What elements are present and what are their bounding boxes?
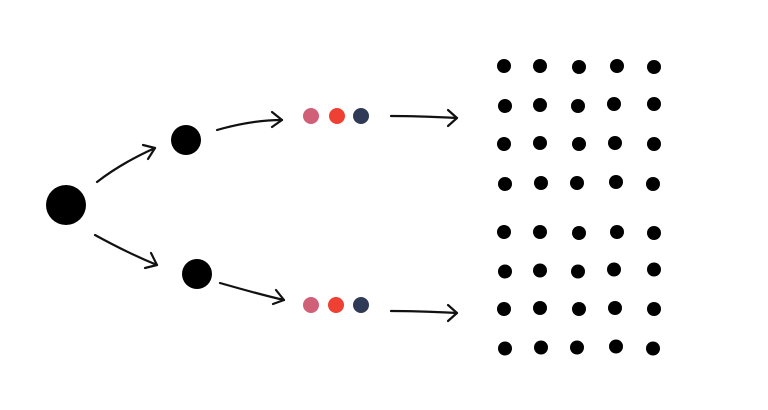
arrow-root-to-lower-node: [93, 233, 159, 267]
upper-triplet-dot-1: [303, 108, 319, 124]
arrow-head-upper-triplet-to-grid: [446, 108, 459, 128]
upper-grid-dot-r3-c1: [497, 137, 511, 151]
lower-grid-dot-r1-c4: [610, 225, 624, 239]
upper-grid-dot-r4-c3: [570, 176, 584, 190]
upper-colored-dot-triplet: [303, 108, 369, 124]
arrow-lower-triplet-to-grid: [389, 309, 459, 315]
arrow-upper-triplet-to-grid: [389, 114, 459, 120]
upper-grid-dot-r1-c5: [647, 60, 661, 74]
lower-grid-dot-r4-c2: [534, 340, 548, 355]
upper-grid-dot-r2-c5: [647, 97, 661, 111]
upper-grid-dot-r3-c4: [608, 136, 622, 150]
lower-grid-dot-r3-c5: [647, 302, 661, 316]
lower-grid-dot-r2-c1: [498, 264, 512, 279]
upper-grid-dot-r4-c5: [646, 177, 660, 191]
arrow-head-root-to-upper-node: [141, 143, 157, 161]
lower-grid-dot-r3-c1: [497, 302, 511, 316]
upper-grid-dot-r3-c3: [572, 137, 586, 151]
lower-grid-dot-r1-c2: [533, 225, 547, 239]
lower-triplet-dot-3: [353, 297, 369, 313]
upper-grid-dot-r1-c1: [497, 59, 511, 73]
lower-branch-node: [182, 259, 212, 289]
lower-grid-dot-r3-c2: [533, 301, 547, 315]
upper-triplet-dot-2: [329, 108, 345, 124]
arrow-head-root-to-lower-node: [143, 251, 159, 270]
upper-grid-dot-r1-c2: [533, 59, 547, 73]
lower-grid-dot-r4-c3: [570, 340, 584, 355]
upper-grid-dot-r3-c5: [647, 137, 661, 151]
lower-grid-dot-r2-c4: [607, 262, 621, 277]
lower-grid-dot-r3-c4: [608, 301, 622, 315]
lower-grid-dot-r2-c5: [647, 262, 661, 277]
upper-grid-dot-r2-c4: [607, 97, 621, 111]
upper-triplet-dot-3: [353, 108, 369, 124]
upper-grid-dot-r2-c3: [571, 99, 585, 113]
upper-grid-dot-r4-c1: [498, 177, 512, 191]
upper-grid-dot-r2-c2: [533, 98, 547, 112]
arrow-head-upper-node-to-triplet: [270, 110, 284, 129]
lower-grid-dot-r4-c4: [609, 339, 623, 354]
arrow-lower-node-to-triplet: [218, 281, 286, 302]
upper-branch-node: [171, 125, 201, 155]
lower-grid-dot-r2-c2: [533, 263, 547, 278]
lower-grid-dot-r1-c3: [572, 226, 586, 240]
lower-grid-dot-r2-c3: [571, 264, 585, 279]
lower-colored-dot-triplet: [303, 297, 369, 313]
lower-dot-grid: [497, 225, 661, 356]
upper-dot-grid: [497, 59, 661, 191]
upper-grid-dot-r1-c4: [610, 59, 624, 73]
lower-triplet-dot-2: [328, 297, 344, 313]
upper-grid-dot-r4-c4: [609, 175, 623, 189]
lower-grid-dot-r4-c5: [646, 341, 660, 356]
arrow-upper-node-to-triplet: [215, 118, 284, 132]
lower-grid-dot-r4-c1: [498, 341, 512, 356]
upper-grid-dot-r1-c3: [572, 60, 586, 74]
lower-triplet-dot-1: [303, 297, 319, 313]
lower-grid-dot-r1-c5: [647, 226, 661, 240]
upper-grid-dot-r4-c2: [534, 176, 548, 190]
upper-grid-dot-r2-c1: [498, 99, 512, 113]
lower-grid-dot-r1-c1: [497, 225, 511, 239]
arrow-head-lower-node-to-triplet: [271, 288, 286, 306]
arrow-head-lower-triplet-to-grid: [446, 303, 459, 323]
root-node: [46, 185, 86, 225]
lower-grid-dot-r3-c3: [572, 302, 586, 316]
upper-grid-dot-r3-c2: [533, 136, 547, 150]
arrow-root-to-upper-node: [95, 146, 157, 184]
